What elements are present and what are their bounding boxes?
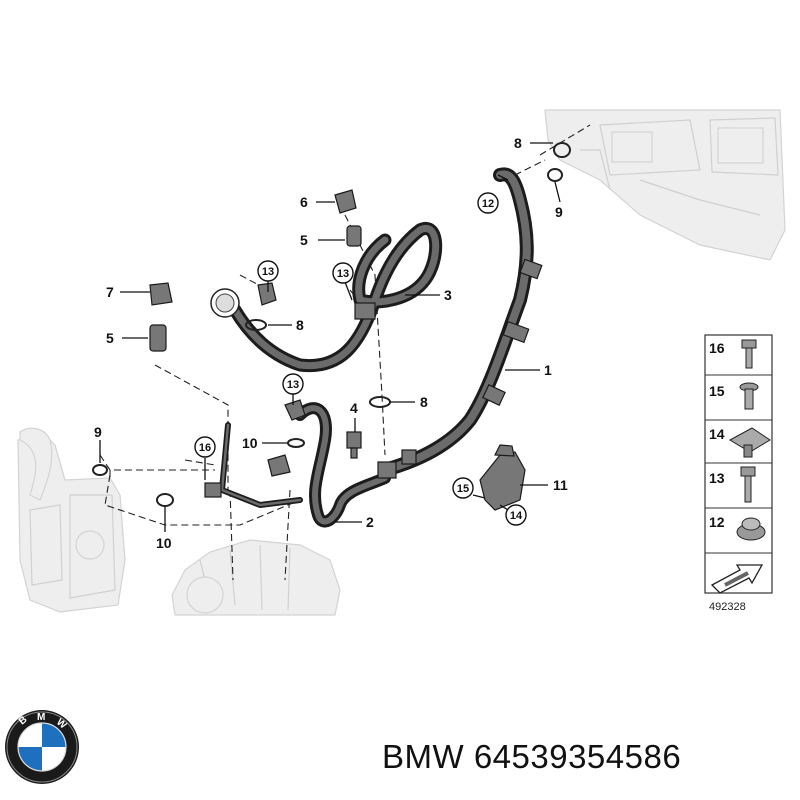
service-cap-7 <box>149 282 173 306</box>
pipe-end-fitting <box>210 282 277 318</box>
callout-1: 1 <box>544 362 552 378</box>
pressure-sensor-4 <box>346 431 362 459</box>
compressor-ghost-left <box>17 427 126 613</box>
callout-9-left: 9 <box>94 424 102 440</box>
callout-5-upper: 5 <box>300 232 308 248</box>
svg-text:15: 15 <box>709 383 725 399</box>
svg-text:13: 13 <box>262 266 274 278</box>
callout-8-mid: 8 <box>420 394 428 410</box>
svg-text:16: 16 <box>199 442 211 454</box>
svg-text:15: 15 <box>457 483 469 495</box>
hose-brackets <box>204 258 543 498</box>
service-cap-6 <box>334 189 357 214</box>
image-code: 492328 <box>709 601 746 613</box>
legend-row-16: 16 <box>709 339 757 369</box>
callout-2: 2 <box>366 514 374 530</box>
callout-14-circle: 14 <box>505 504 527 526</box>
number-callouts: 1 2 3 4 5 5 6 7 8 8 8 9 9 10 10 11 <box>94 135 568 551</box>
callout-7: 7 <box>106 284 114 300</box>
small-fittings-13 <box>267 399 306 477</box>
callout-10-mid: 10 <box>242 435 258 451</box>
callout-4: 4 <box>350 400 358 416</box>
hose-line-1 <box>378 167 534 477</box>
callout-3: 3 <box>444 287 452 303</box>
svg-text:14: 14 <box>510 510 523 522</box>
callout-13-circle-c: 13 <box>282 373 304 395</box>
svg-text:13: 13 <box>287 379 299 391</box>
leader-lines <box>99 142 561 532</box>
svg-text:13: 13 <box>337 268 349 280</box>
bmw-logo: B M W <box>5 710 79 784</box>
callout-15-circle: 15 <box>452 477 474 499</box>
callout-5-lower: 5 <box>106 330 114 346</box>
arrow-icon <box>710 564 764 594</box>
svg-text:12: 12 <box>709 514 725 530</box>
callout-8-left: 8 <box>296 317 304 333</box>
svg-text:13: 13 <box>709 470 725 486</box>
svg-text:M: M <box>37 712 45 723</box>
callout-13-circle-b: 13 <box>332 262 354 284</box>
svg-text:14: 14 <box>709 426 725 442</box>
svg-text:16: 16 <box>709 340 725 356</box>
evaporator-housing-ghost <box>544 109 786 261</box>
legend-row-13: 13 <box>709 466 756 503</box>
valve-5-upper <box>346 225 362 247</box>
thin-pipe <box>219 422 303 508</box>
valve-5-lower <box>149 324 167 352</box>
callout-8-top: 8 <box>514 135 522 151</box>
svg-text:12: 12 <box>482 198 494 210</box>
callout-13-circle-a: 13 <box>257 260 279 282</box>
legend-row-12: 12 <box>709 514 766 541</box>
bracket-11 <box>479 444 526 511</box>
callout-10-left: 10 <box>156 535 172 551</box>
small-parts-legend: 16 15 14 13 12 492328 <box>704 334 773 613</box>
hose-line-3 <box>228 222 443 373</box>
callout-16-circle: 16 <box>194 436 216 458</box>
callout-11: 11 <box>553 477 568 493</box>
callout-12-circle: 12 <box>477 192 499 214</box>
part-number-caption: BMW 64539354586 <box>382 738 682 775</box>
hose-line-2 <box>294 402 391 528</box>
legend-row-14: 14 <box>709 426 771 458</box>
circle-callouts: 12 13 13 13 14 15 16 <box>194 192 527 526</box>
legend-row-15: 15 <box>709 382 759 410</box>
callout-6: 6 <box>300 194 308 210</box>
compressor-ghost-center <box>171 539 341 616</box>
callout-9-right: 9 <box>555 204 563 220</box>
